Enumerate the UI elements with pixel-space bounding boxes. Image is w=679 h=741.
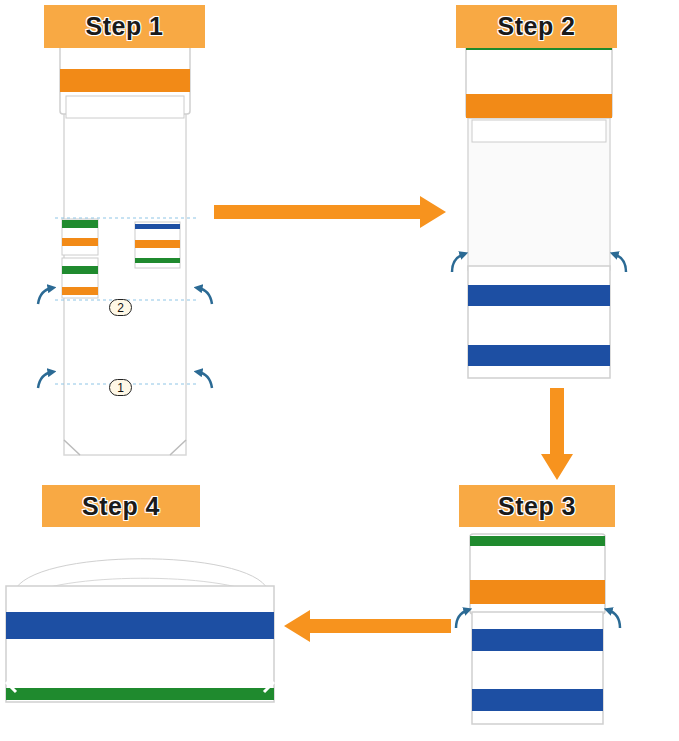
step-arrow <box>214 196 446 228</box>
step-header: Step 4 <box>42 485 200 527</box>
step-panel: Step 1 2 1 <box>40 4 210 464</box>
step-label: Step 4 <box>82 492 160 521</box>
step-label: Step 2 <box>497 12 575 41</box>
step-label: Step 1 <box>85 12 163 41</box>
step-arrow <box>284 610 451 642</box>
mat-step-3 <box>456 534 620 724</box>
step-header: Step 1 <box>44 5 205 48</box>
step-header: Step 2 <box>456 5 617 48</box>
callout-text: 1 <box>117 382 124 394</box>
mat-step-1 <box>38 34 212 455</box>
callout-text: 2 <box>117 302 124 314</box>
step-panel: Step 2 <box>450 4 620 384</box>
callout-number: 1 <box>109 379 132 396</box>
step-header: Step 3 <box>459 485 615 527</box>
callout-number: 2 <box>109 299 132 316</box>
mat-step-4 <box>6 559 274 702</box>
mat-step-2 <box>452 38 626 378</box>
step-panel: Step 4 <box>2 484 280 709</box>
step-label: Step 3 <box>498 492 576 521</box>
step-arrow <box>541 388 573 480</box>
step-panel: Step 3 <box>455 484 620 729</box>
